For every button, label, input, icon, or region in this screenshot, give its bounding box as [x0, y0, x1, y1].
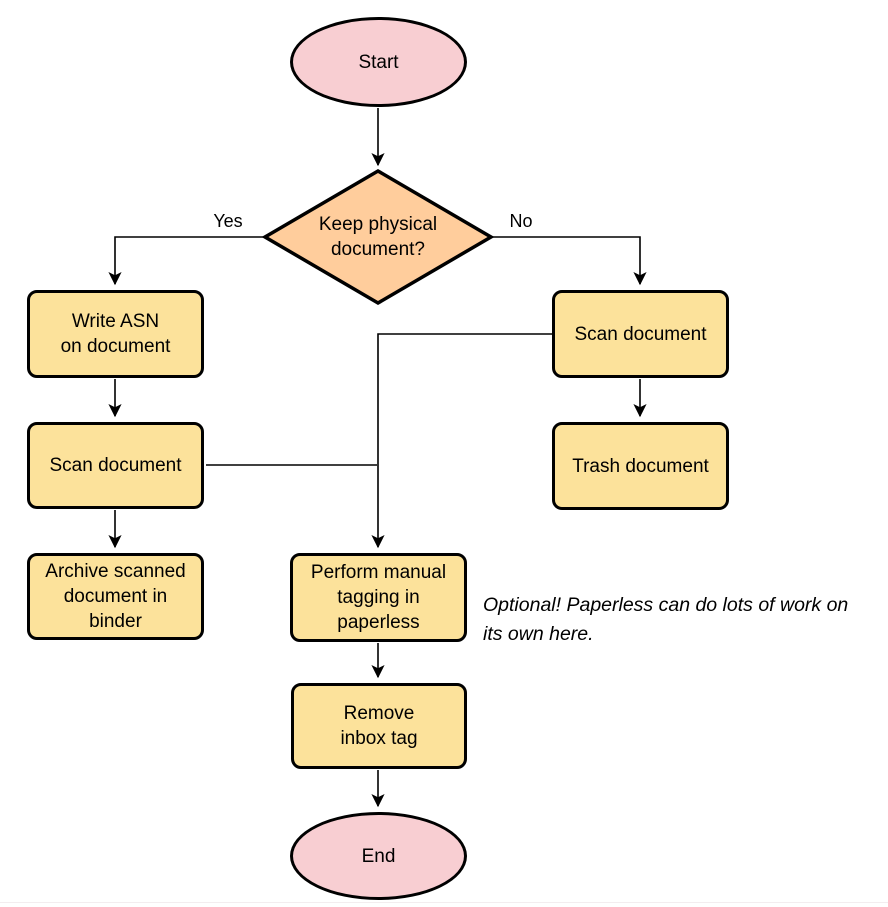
node-scan-document-left: Scan document — [27, 422, 204, 509]
edge-label-yes: Yes — [213, 211, 243, 231]
node-manual-tagging: Perform manual tagging in paperless — [290, 553, 467, 642]
canvas-bottom-edge — [0, 902, 888, 903]
edge-decision-to-scan-right — [491, 236, 647, 286]
node-remove-inbox-tag: Remove inbox tag — [291, 683, 467, 769]
node-start: Start — [290, 17, 467, 107]
annotation-optional-paperless: Optional! Paperless can do lots of work … — [483, 594, 849, 645]
edge-scan-right-to-tagging — [371, 333, 552, 549]
node-archive-scanned: Archive scanned document in binder — [27, 553, 204, 640]
node-scan-document-right: Scan document — [552, 290, 729, 378]
node-write-asn: Write ASN on document — [27, 290, 204, 378]
node-end: End — [290, 812, 467, 900]
node-trash-document: Trash document — [552, 422, 729, 510]
decision-diamond-shape — [261, 168, 495, 306]
edge-label-no: No — [509, 211, 533, 231]
edge-decision-to-write-asn — [108, 236, 265, 286]
node-decision-label: Keep physical document? — [318, 214, 438, 260]
